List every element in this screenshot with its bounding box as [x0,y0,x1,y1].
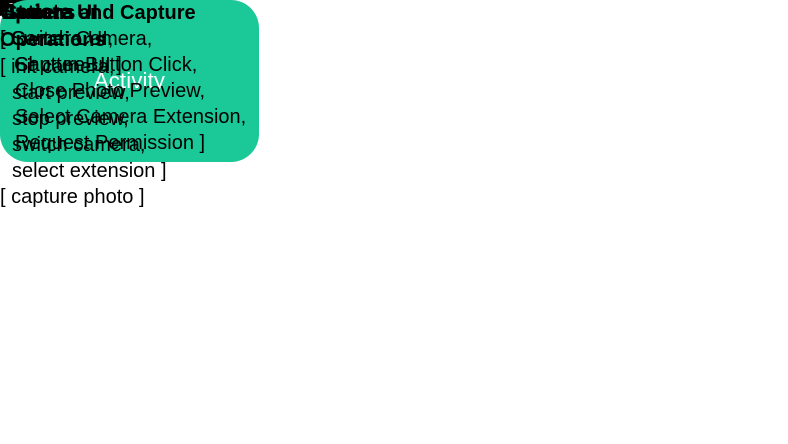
actions-label: Actions [2,2,76,24]
operations-item: start preview, [12,82,130,104]
actions-item: [ Switch Camera, [0,28,153,50]
operations-item: [ capture photo ] [0,186,145,208]
state-item: [ Camera UI, [0,28,114,50]
actions-block: Actions [ Switch Camera, Shutter Button … [0,0,246,156]
state-item: Capture UI ] [14,54,122,76]
actions-item: Request Permission ] [15,132,206,154]
operations-item: [ init camera, [0,56,115,78]
operations-block: Camera and Capture Operations [ init cam… [0,0,228,210]
activity-node-label: Activity [93,68,166,93]
operations-item: select extension ] [12,160,167,182]
operations-item: switch camera, [12,134,146,156]
operations-item: stop preview, [12,108,129,130]
actions-item: Select Camera Extension, [15,106,247,128]
operations-label: Camera and Capture Operations [0,2,196,51]
actions-item: Shutter Button Click, [15,54,198,76]
activity-node: Activity [0,0,259,162]
state-block: State [ Camera UI, Capture UI ] [0,0,122,78]
state-label: State [4,2,53,24]
actions-item: Close Photo Preview, [15,80,206,102]
update-ui-label: Update UI [0,1,99,24]
